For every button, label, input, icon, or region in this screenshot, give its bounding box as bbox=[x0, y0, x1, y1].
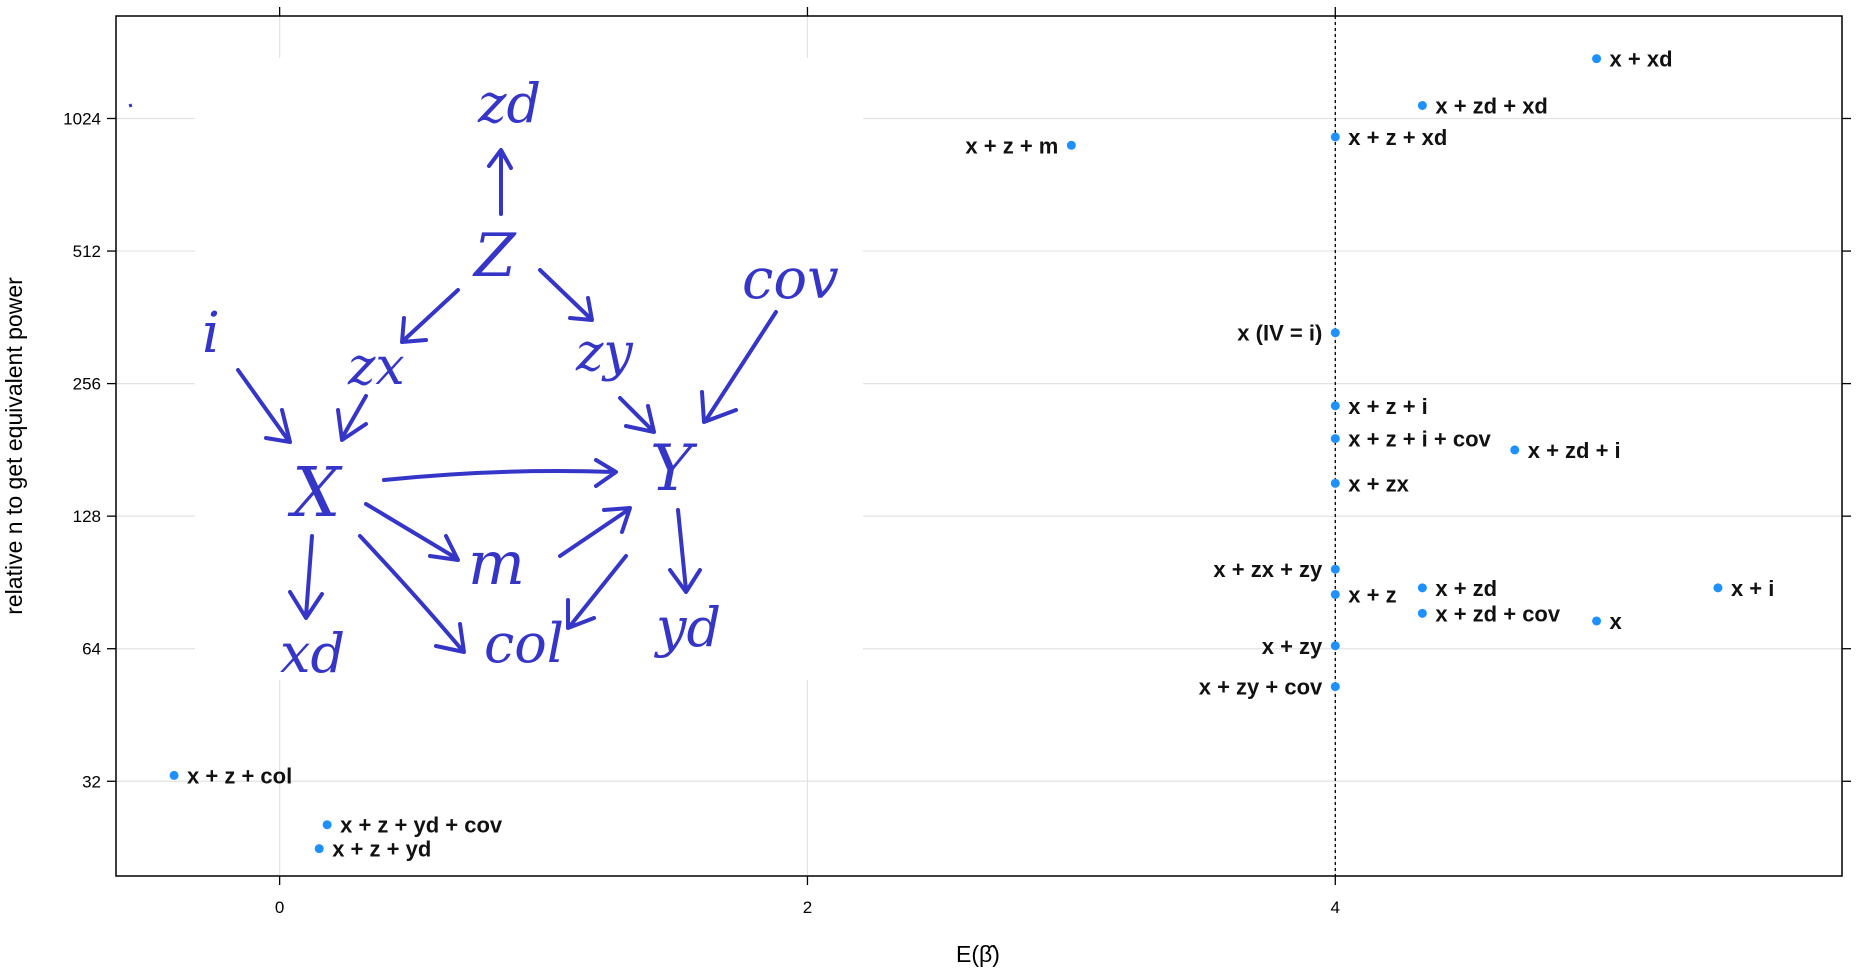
dag-arrow-m-y bbox=[558, 506, 632, 558]
data-point bbox=[1510, 445, 1520, 455]
point-label: x + zd + cov bbox=[1435, 601, 1560, 626]
dag-node-y: Y bbox=[650, 432, 698, 506]
x-tick-label: 4 bbox=[1331, 898, 1340, 917]
dag-node-z: Z bbox=[472, 221, 517, 291]
data-point bbox=[1066, 140, 1076, 150]
dag-inset: zd Z i cov zx zy X Y m xd col yd bbox=[195, 58, 863, 685]
dag-arrow-y-yd bbox=[668, 508, 702, 594]
dag-node-m: m bbox=[468, 529, 525, 599]
y-tick-label: 1024 bbox=[63, 109, 101, 128]
dag-node-x: X bbox=[287, 454, 343, 533]
data-point bbox=[1330, 564, 1340, 574]
data-point bbox=[1330, 641, 1340, 651]
point-label: x + zy + cov bbox=[1199, 675, 1323, 700]
point-label: x + z + m bbox=[965, 133, 1058, 158]
dag-arrow-z-zx bbox=[400, 288, 460, 344]
data-points: x + xd x + zd + xd x + z + xd x + z + m x (I… bbox=[169, 47, 1774, 862]
dag-arrow-x-m bbox=[364, 502, 460, 562]
point-label: x + zx bbox=[1348, 471, 1409, 496]
y-axis-title: relative n to get equivalent power bbox=[1, 277, 27, 615]
data-point bbox=[169, 770, 179, 780]
data-point bbox=[1592, 54, 1602, 64]
dag-node-zy: zy bbox=[575, 323, 633, 383]
y-tick-label: 128 bbox=[73, 507, 101, 526]
point-label: x bbox=[1610, 609, 1623, 634]
y-tick-label: 32 bbox=[82, 772, 101, 791]
dag-arrow-z-zd bbox=[487, 148, 513, 216]
data-point bbox=[1417, 608, 1427, 618]
point-label: x + zd + xd bbox=[1435, 93, 1548, 118]
y-tick-label: 256 bbox=[73, 375, 101, 394]
point-label: x + z + yd bbox=[332, 837, 431, 862]
y-tick-label: 64 bbox=[82, 640, 101, 659]
dag-arrow-x-col bbox=[358, 534, 466, 654]
data-point bbox=[1330, 682, 1340, 692]
point-label: x + z + xd bbox=[1348, 125, 1447, 150]
point-label: x + z + col bbox=[187, 763, 292, 788]
x-tick-label: 2 bbox=[803, 898, 812, 917]
point-label: x + i bbox=[1731, 576, 1774, 601]
point-label: x + z + i bbox=[1348, 394, 1428, 419]
data-point bbox=[1592, 616, 1602, 626]
dag-arrow-zy-y bbox=[618, 396, 656, 434]
dag-background bbox=[195, 58, 863, 680]
dag-arrow-cov-y bbox=[700, 310, 778, 424]
data-point bbox=[1330, 401, 1340, 411]
data-point bbox=[314, 844, 324, 854]
dag-node-yd: yd bbox=[654, 596, 721, 659]
point-label: x + z + yd + cov bbox=[340, 813, 503, 838]
dag-arrow-x-y bbox=[382, 458, 618, 488]
dag-node-xd: xd bbox=[280, 622, 345, 685]
point-label: x + xd bbox=[1610, 47, 1673, 72]
point-label: x (IV = i) bbox=[1237, 321, 1322, 346]
stray-mark bbox=[128, 103, 133, 108]
x-axis-title: E(β̂) bbox=[956, 941, 1000, 967]
data-point bbox=[1417, 583, 1427, 593]
dag-node-cov: cov bbox=[742, 247, 839, 312]
data-point bbox=[1713, 583, 1723, 593]
data-point bbox=[1330, 132, 1340, 142]
axes: 0 2 4 32 64 128 256 512 1024 bbox=[63, 7, 1851, 917]
plot-frame bbox=[115, 15, 1843, 877]
dag-arrow-zx-x bbox=[336, 394, 368, 442]
dag-arrow-z-zy bbox=[538, 268, 594, 322]
point-label: x + zx + zy bbox=[1213, 557, 1323, 582]
data-point bbox=[1330, 328, 1340, 338]
point-label: x + zd + i bbox=[1528, 438, 1621, 463]
dag-arrow-x-xd bbox=[288, 534, 324, 620]
dag-node-zx: zx bbox=[347, 337, 405, 397]
x-tick-label: 0 bbox=[275, 898, 284, 917]
point-label: x + z + i + cov bbox=[1348, 427, 1491, 452]
data-point bbox=[322, 820, 332, 830]
dag-node-col: col bbox=[484, 612, 564, 675]
point-label: x + z bbox=[1348, 582, 1396, 607]
data-point bbox=[1330, 589, 1340, 599]
dag-node-i: i bbox=[202, 301, 220, 366]
y-tick-label: 512 bbox=[73, 242, 101, 261]
data-point bbox=[1330, 478, 1340, 488]
dag-arrow-y-col bbox=[566, 554, 628, 630]
data-point bbox=[1417, 100, 1427, 110]
dag-arrow-i-x bbox=[236, 368, 292, 444]
point-label: x + zd bbox=[1435, 576, 1497, 601]
data-point bbox=[1330, 434, 1340, 444]
point-label: x + zy bbox=[1262, 634, 1323, 659]
dag-node-zd: zd bbox=[477, 72, 541, 135]
